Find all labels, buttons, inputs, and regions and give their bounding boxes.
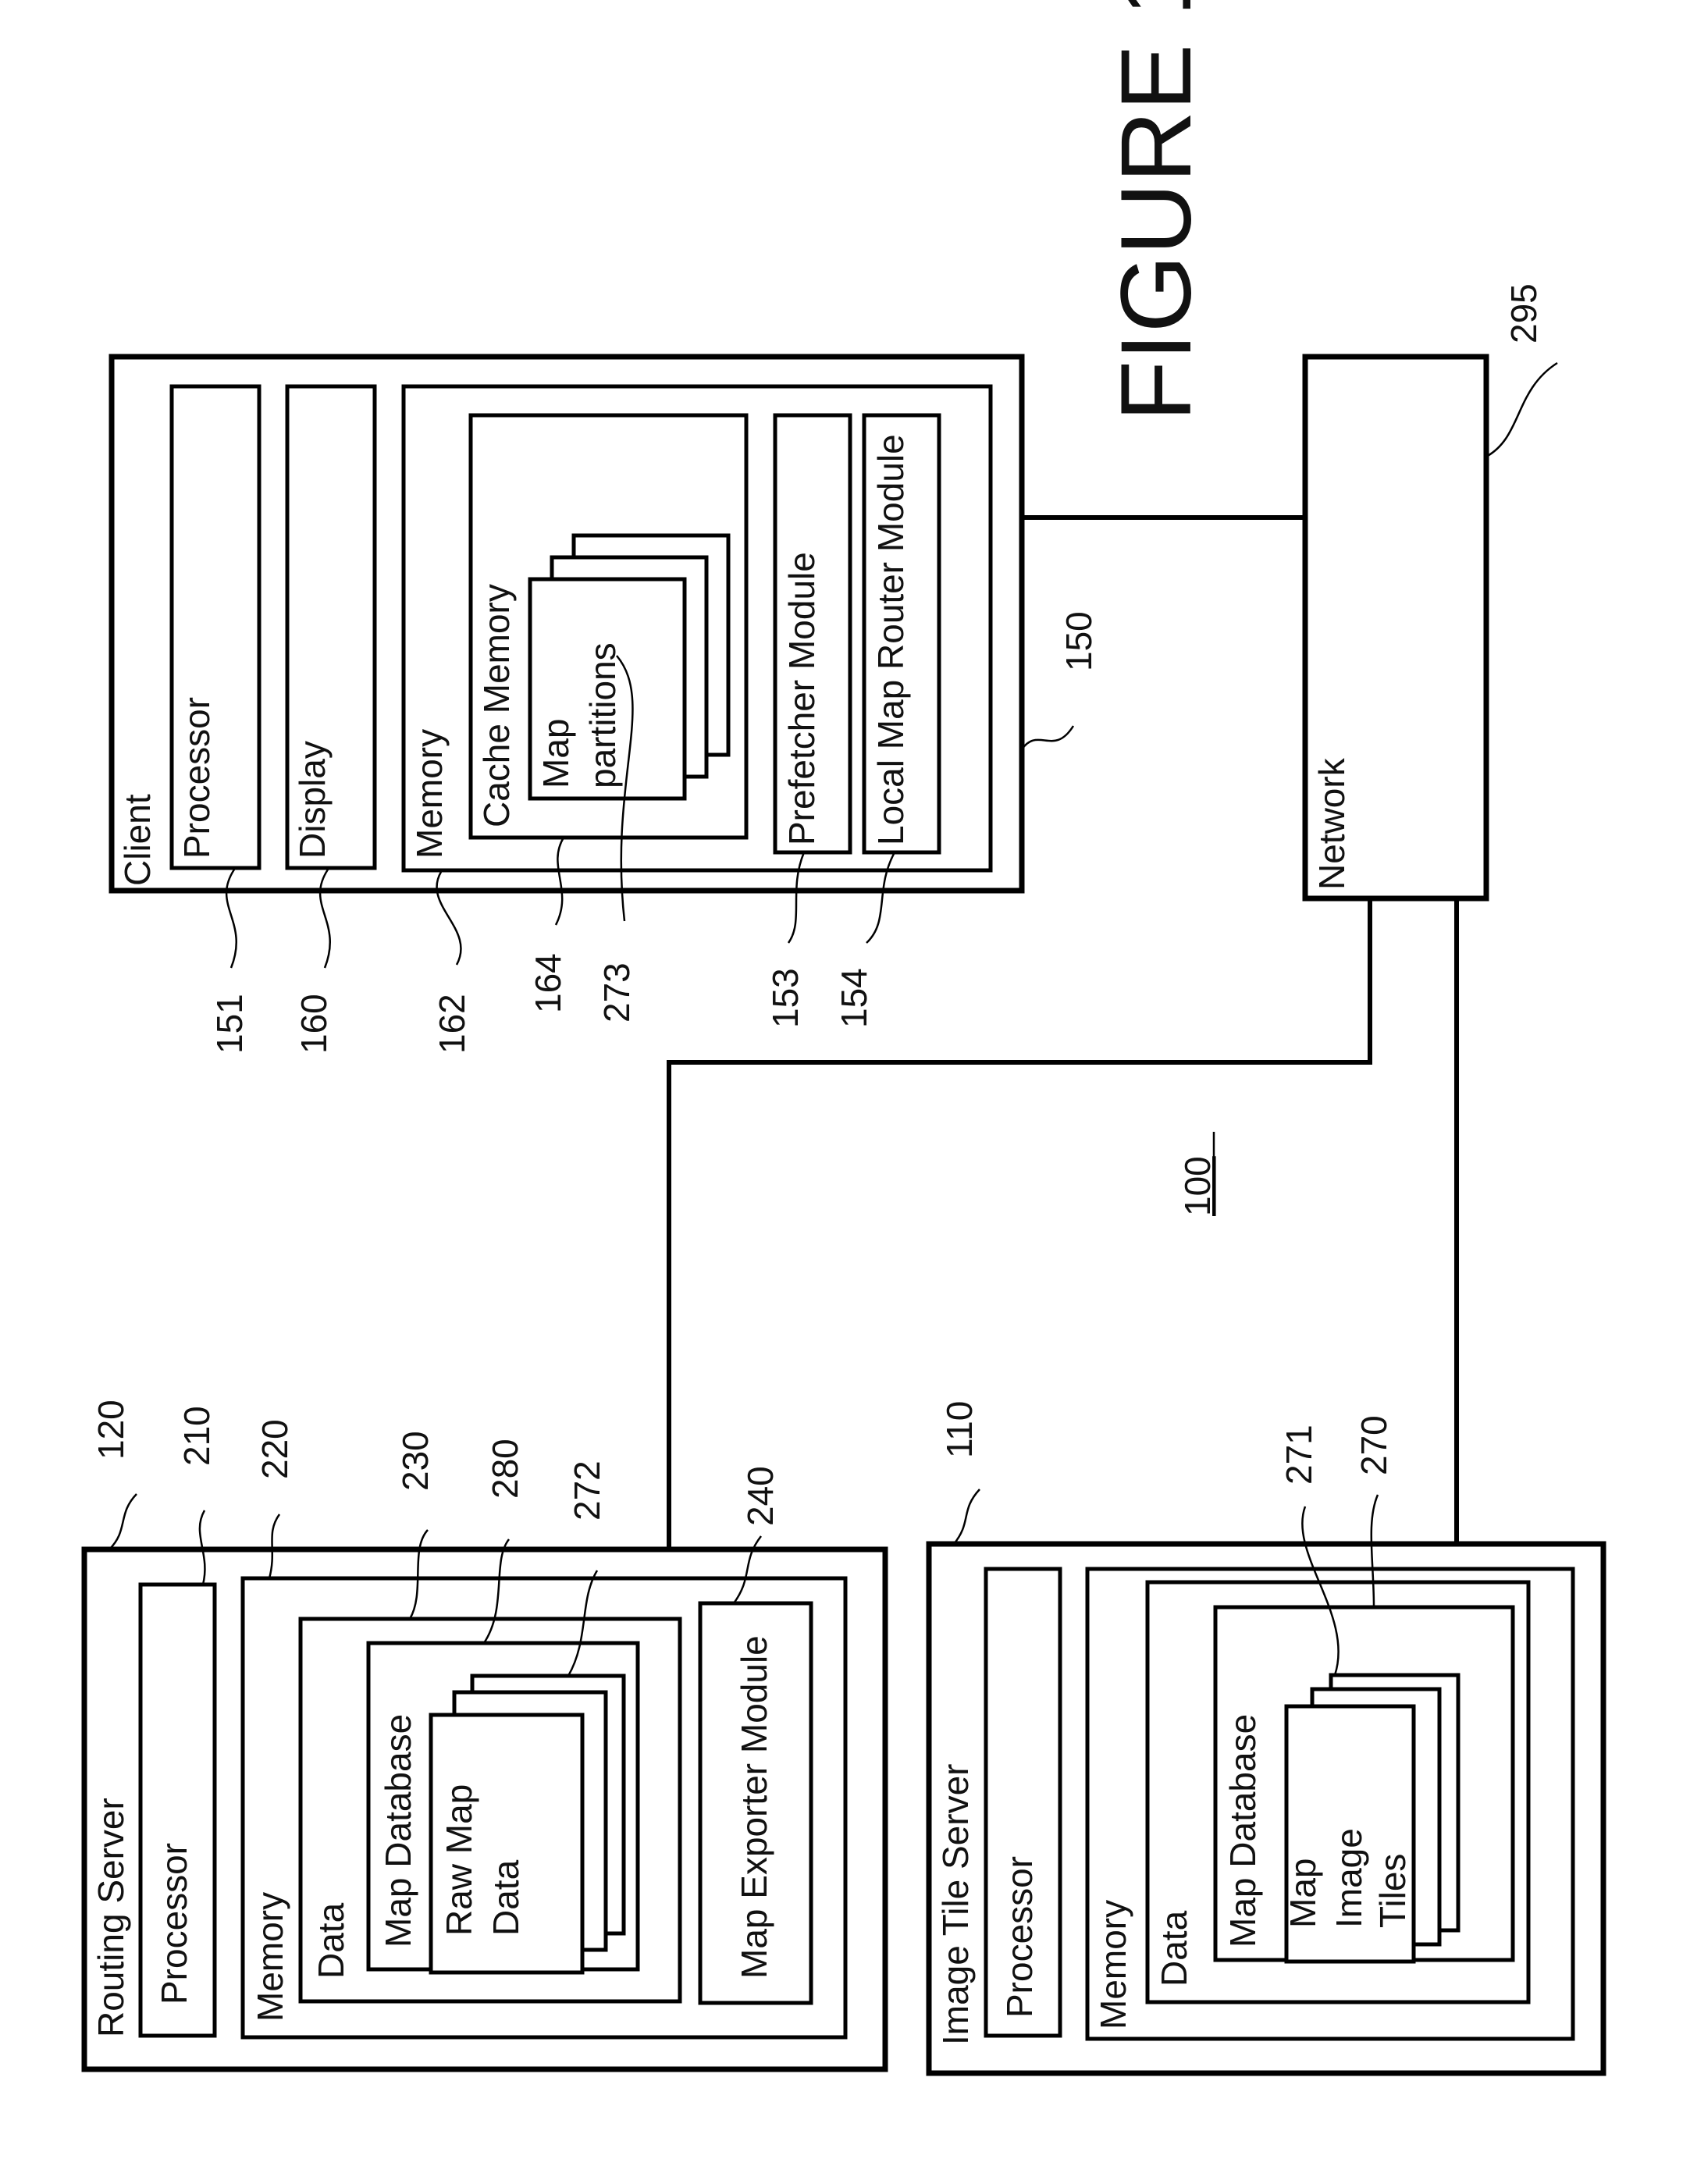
raw-map-data-line1: Raw Map xyxy=(439,1784,479,1936)
ref-160: 160 xyxy=(294,994,334,1054)
tile-memory-label: Memory xyxy=(1093,1900,1133,2029)
ref-154: 154 xyxy=(834,968,874,1028)
ref-280: 280 xyxy=(485,1439,525,1499)
ref-240: 240 xyxy=(740,1466,781,1526)
ref-153: 153 xyxy=(765,968,806,1028)
routing-map-database-label: Map Database xyxy=(378,1714,418,1947)
routing-processor-label: Processor xyxy=(154,1843,194,2004)
tile-map-database-label: Map Database xyxy=(1222,1714,1263,1947)
routing-memory-label: Memory xyxy=(250,1892,290,2022)
ref-120: 120 xyxy=(91,1400,131,1460)
ref-295: 295 xyxy=(1503,283,1544,343)
lead-110 xyxy=(954,1489,980,1544)
image-tile-server-title: Image Tile Server xyxy=(935,1764,976,2045)
partitions-line1: Map xyxy=(535,719,576,788)
cache-memory-label: Cache Memory xyxy=(476,584,517,827)
client-display-label: Display xyxy=(292,741,333,859)
ref-164: 164 xyxy=(528,953,568,1013)
ref-150: 150 xyxy=(1058,611,1099,671)
routing-server-title: Routing Server xyxy=(91,1798,131,2037)
tiles-line3: Tiles xyxy=(1372,1854,1413,1928)
ref-110: 110 xyxy=(939,1401,980,1458)
lead-295 xyxy=(1486,363,1557,457)
tiles-line1: Map xyxy=(1283,1859,1323,1928)
ref-271: 271 xyxy=(1279,1425,1319,1485)
network-label: Network xyxy=(1311,757,1352,890)
tiles-line2: Image xyxy=(1329,1828,1369,1928)
ref-151: 151 xyxy=(209,994,250,1054)
ref-272: 272 xyxy=(567,1460,607,1521)
tile-data-label: Data xyxy=(1154,1910,1194,1987)
ref-210: 210 xyxy=(176,1406,217,1466)
map-exporter-label: Map Exporter Module xyxy=(734,1635,774,1979)
lead-120 xyxy=(109,1494,137,1549)
ref-162: 162 xyxy=(432,994,472,1054)
ref-220: 220 xyxy=(254,1419,295,1479)
router-label: Local Map Router Module xyxy=(870,434,911,845)
prefetcher-label: Prefetcher Module xyxy=(781,552,822,845)
raw-map-data-line2: Data xyxy=(486,1859,526,1936)
figure-title: FIGURE 1 xyxy=(1101,0,1212,422)
system-ref-100: 100 xyxy=(1177,1156,1218,1216)
ref-270: 270 xyxy=(1354,1415,1394,1475)
client-memory-label: Memory xyxy=(409,729,450,859)
routing-data-label: Data xyxy=(311,1902,351,1979)
tile-processor-label: Processor xyxy=(999,1856,1040,2018)
ref-273: 273 xyxy=(596,962,637,1023)
client-processor-label: Processor xyxy=(176,697,217,859)
client-title: Client xyxy=(117,794,158,886)
ref-230: 230 xyxy=(395,1431,436,1491)
partitions-line2: partitions xyxy=(582,642,623,788)
lead-150 xyxy=(1022,726,1073,749)
